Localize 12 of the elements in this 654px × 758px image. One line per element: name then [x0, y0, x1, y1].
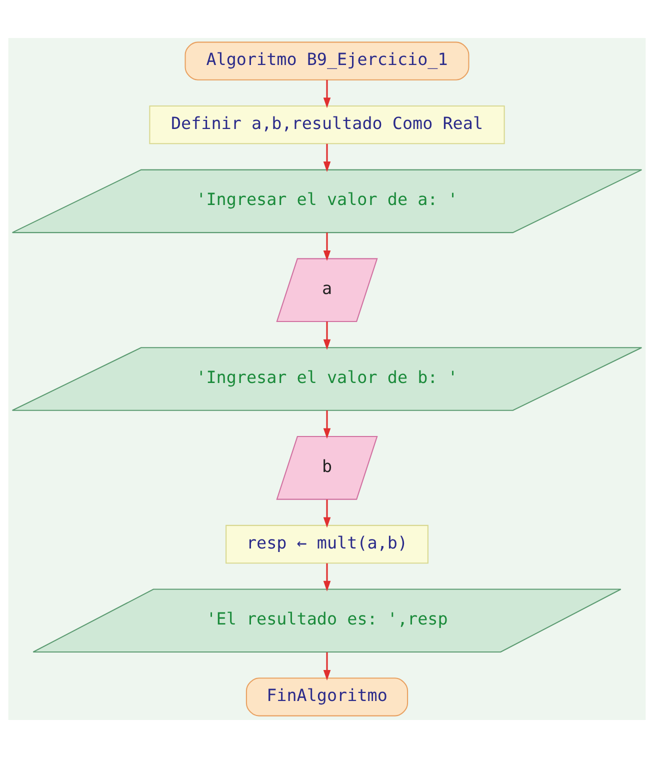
arrow — [323, 144, 331, 172]
arrow — [323, 652, 331, 680]
node-box: resp ← mult(a,b) — [226, 524, 428, 564]
node-box: Algoritmo B9_Ejercicio_1 — [184, 42, 470, 80]
node-box: Definir a,b,resultado Como Real — [149, 105, 505, 144]
arrow — [323, 232, 331, 261]
arrow — [323, 80, 331, 108]
node-box: FinAlgoritmo — [246, 678, 408, 716]
arrow — [323, 563, 331, 592]
arrow — [323, 322, 331, 350]
arrow — [323, 410, 331, 439]
arrow — [323, 500, 331, 528]
